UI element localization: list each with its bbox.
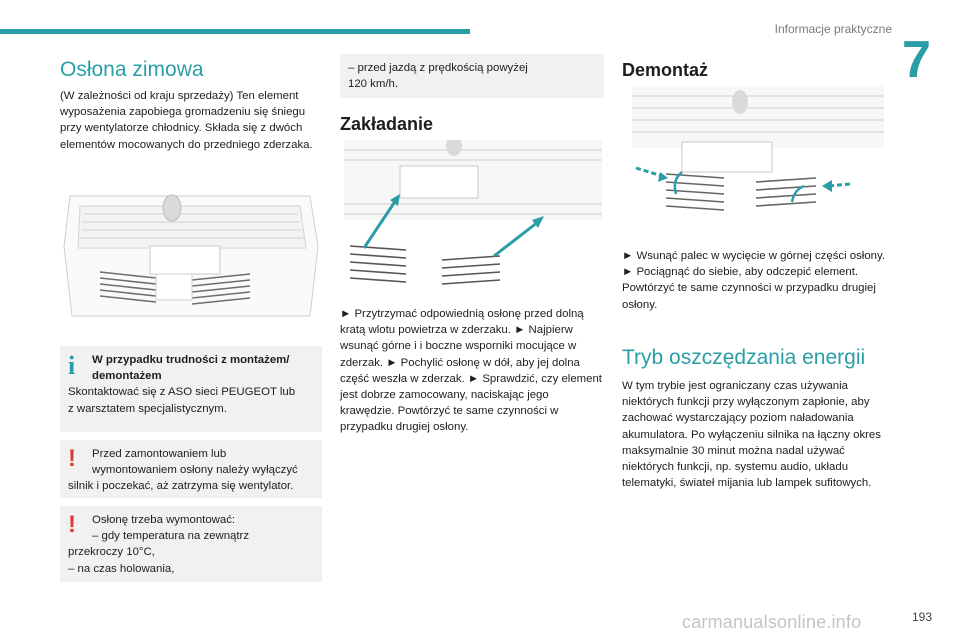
chapter-number: 7 [902, 31, 931, 89]
installation-illustration [344, 140, 602, 292]
info-icon: i [68, 351, 76, 380]
energy-text: W tym trybie jest ograniczany czas używa… [622, 378, 886, 491]
energy-line: sufitowych. [815, 477, 872, 490]
intro-line: (W zależności od kraju sprzedaży) [60, 90, 234, 102]
energy-line: niektórych funkcji przy wyłączonym zapło… [622, 396, 870, 409]
energy-line: Po wyłączeniu silnika na łączny okres [691, 428, 881, 441]
warning-text: przekroczy 10°C, [68, 546, 155, 559]
step-line: drugiej osłony. [622, 282, 876, 311]
info-text: Skontaktować się z ASO sieci PEUGEOT lub [68, 386, 296, 399]
step-line: Powtórzyć te same czynności w przypadku [340, 405, 559, 434]
figure-car-front-grilles [60, 186, 322, 320]
warning-box-continued: – przed jazdą z prędkością powyżej 120 k… [340, 54, 604, 98]
step-line: mocujące w zderzak. [340, 340, 577, 369]
warning-text: Osłonę trzeba wymontować: [92, 514, 236, 526]
intro-text: (W zależności od kraju sprzedaży) Ten el… [60, 88, 322, 153]
section-label: Informacje praktyczne [774, 22, 892, 36]
header-accent-bar [0, 29, 470, 34]
intro-line: gromadzeniu się śniegu przy wentylatorze [60, 106, 306, 135]
step-line: osłony. [849, 250, 886, 262]
intro-line: chłodnicy. [151, 122, 202, 135]
info-box: i W przypadku trudności z montażem/ demo… [60, 346, 322, 432]
warning-box-removal: ! Osłonę trzeba wymontować: – gdy temper… [60, 506, 322, 582]
energy-line: niektórych funkcji, np. systemu audio, u… [622, 461, 849, 474]
info-text: z warsztatem specjalistycznym. [68, 402, 227, 415]
warning-icon: ! [68, 511, 76, 538]
intro-line: przedniego zderzaka. [203, 138, 313, 151]
step-line: weszła w zderzak. [372, 372, 465, 385]
step-line: drugiej osłony. [395, 421, 469, 434]
watermark: carmanualsonline.info [682, 612, 862, 632]
step-line: ► Najpierw wsunąć górne i i boczne wspor… [340, 324, 573, 353]
removal-illustration [632, 86, 884, 238]
warning-text: – na czas holowania, [68, 562, 175, 575]
title-removal: Demontaż [622, 60, 709, 80]
info-heading: W przypadku trudności z montażem/ [92, 354, 290, 366]
installation-steps: ► Przytrzymać odpowiednią osłonę przed d… [340, 306, 604, 436]
warning-text: – gdy temperatura na zewnątrz [92, 530, 250, 543]
energy-line: W tym trybie jest ograniczany czas używa… [622, 380, 848, 392]
energy-line: maksymalnie 30 minut można nadal używać [622, 444, 845, 457]
car-illustration [60, 186, 322, 320]
warning-text: wymontowaniem osłony należy wyłączyć [92, 464, 298, 477]
energy-line: akumulatora. [622, 428, 688, 441]
page-number: 193 [912, 610, 933, 624]
warning-box-fan: ! Przed zamontowaniem lub wymontowaniem … [60, 440, 322, 498]
step-line: ► Sprawdzić, czy element jest dobrze [340, 372, 602, 402]
figure-installation [344, 140, 602, 292]
title-installation: Zakładanie [340, 114, 434, 134]
warning-text: 120 km/h. [348, 78, 399, 91]
figure-removal [632, 86, 884, 238]
energy-line: telematyki, świateł mijania lub lampek [622, 477, 812, 490]
removal-steps: ► Wsunąć palec w wycięcie w górnej częśc… [622, 248, 886, 313]
step-line: kratą wlotu powietrza w zderzaku. [340, 324, 511, 337]
step-line: ► Przytrzymać odpowiednią osłonę przed d… [340, 308, 584, 320]
step-line: Powtórzyć te same czynności w przypadku [622, 282, 839, 295]
warning-text: Przed zamontowaniem lub [92, 448, 227, 460]
energy-line: zachować wystarczający poziom naładowani… [622, 412, 854, 425]
intro-line: Ten element wyposażenia zapobiega [60, 90, 299, 119]
title-winter-cover: Osłona zimowa [60, 58, 204, 81]
title-energy-saving: Tryb oszczędzania energii [622, 346, 866, 369]
step-line: ► Pochylić osłonę w dół, aby jej dolna c… [340, 356, 580, 385]
step-line: ► Pociągnąć do siebie, aby odczepić elem… [622, 266, 859, 279]
warning-text: – przed jazdą z prędkością powyżej [348, 62, 528, 74]
step-line: ► Wsunąć palec w wycięcie w górnej częśc… [622, 250, 847, 262]
intro-line: Składa się z dwóch elementów mocowanych … [60, 122, 303, 151]
step-line: zamocowany, naciskając jego krawędzie. [340, 389, 549, 418]
warning-text: silnik i poczekać, aż zatrzyma się wenty… [68, 480, 294, 493]
warning-icon: ! [68, 445, 76, 472]
info-heading: demontażem [92, 370, 162, 383]
